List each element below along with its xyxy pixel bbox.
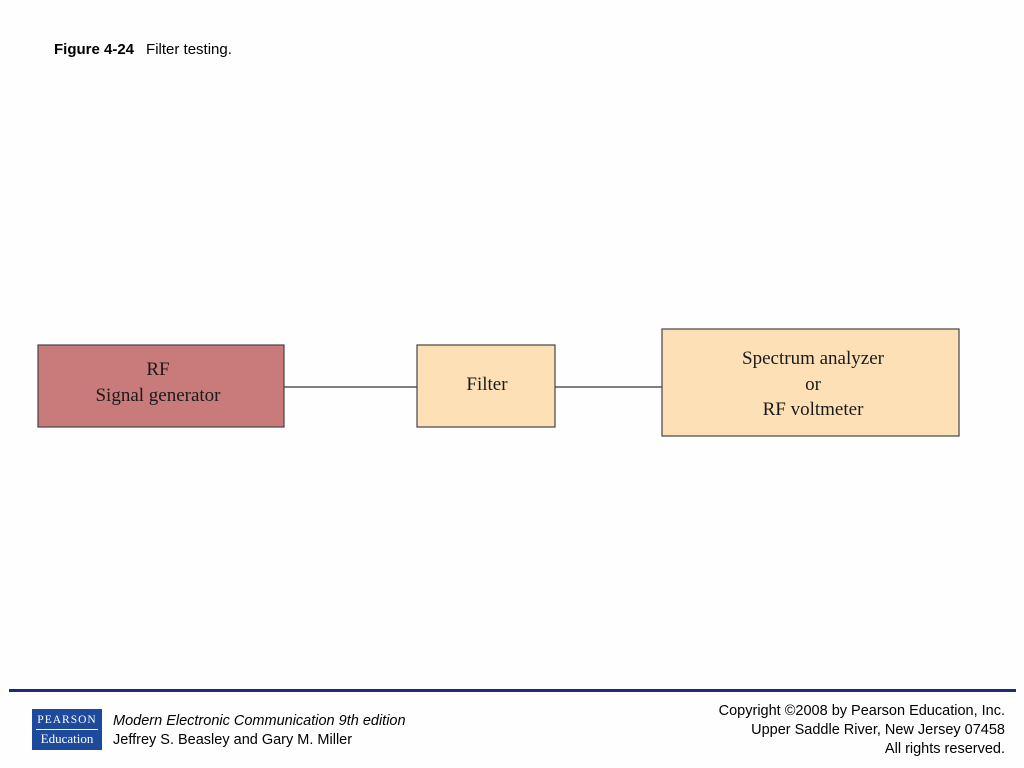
block-label-line: RF	[146, 359, 169, 380]
block-label-line: RF voltmeter	[763, 399, 864, 420]
block-label-line: or	[805, 374, 822, 395]
figure-number: Figure 4-24	[54, 41, 135, 58]
footer-divider	[9, 689, 1016, 692]
book-authors: Jeffrey S. Beasley and Gary M. Miller	[113, 732, 353, 748]
copyright-notice: Copyright ©2008 by Pearson Education, In…	[719, 702, 1005, 759]
block-spectrum-analyzer: Spectrum analyzer or RF voltmeter	[661, 328, 960, 437]
figure-caption: Figure 4-24 Filter testing.	[54, 41, 232, 58]
logo-top-text: PEARSON	[37, 713, 97, 726]
copyright-line: All rights reserved.	[884, 741, 1005, 757]
block-rf-signal-generator: RF Signal generator	[37, 344, 285, 428]
logo-divider	[36, 728, 98, 730]
block-label-line: Signal generator	[95, 385, 221, 406]
pearson-logo: PEARSON Education	[32, 709, 102, 750]
copyright-line: Copyright ©2008 by Pearson Education, In…	[718, 703, 1005, 719]
block-label-line: Spectrum analyzer	[742, 348, 885, 369]
figure-title: Filter testing.	[146, 41, 232, 58]
logo-bottom-text: Education	[40, 730, 94, 746]
book-title: Modern Electronic Communication 9th edit…	[113, 713, 406, 729]
book-info: Modern Electronic Communication 9th edit…	[113, 712, 406, 750]
block-diagram: RF Signal generator Filter Spectrum anal…	[37, 328, 960, 437]
block-filter: Filter	[416, 344, 556, 428]
copyright-line: Upper Saddle River, New Jersey 07458	[751, 722, 1005, 738]
block-label-line: Filter	[466, 374, 508, 395]
